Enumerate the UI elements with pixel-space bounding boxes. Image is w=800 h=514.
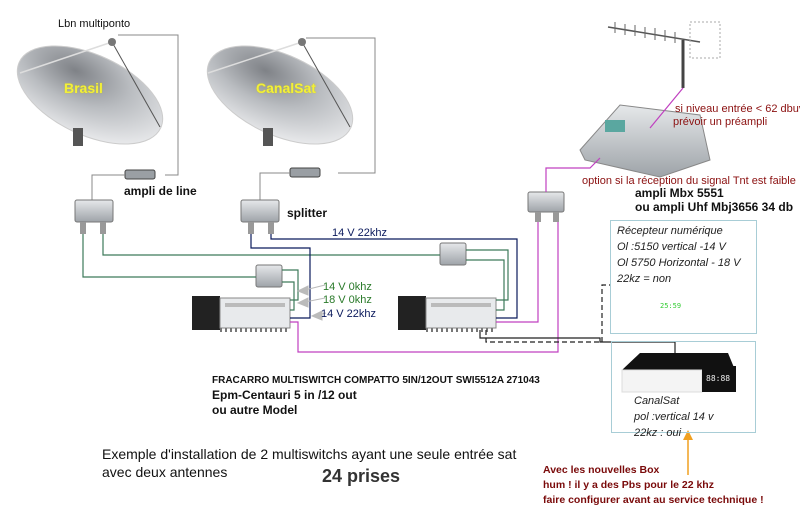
receiver-1-box: Récepteur numérique Ol :5150 vertical -1… bbox=[610, 220, 757, 334]
wire-black bbox=[479, 330, 676, 355]
footer-title-line2: avec deux antennes bbox=[102, 464, 228, 480]
voltage-arrows bbox=[296, 284, 327, 321]
splitter-2 bbox=[240, 199, 280, 234]
tnt-amplifier bbox=[579, 104, 711, 178]
wire-label-14v-22khz: 14 V 22khz bbox=[321, 308, 377, 320]
ampli-line-label: ampli de line bbox=[124, 184, 197, 198]
receiver-2-22khz: 22kz : oui bbox=[634, 427, 682, 439]
splitter-label: splitter bbox=[287, 206, 328, 220]
wire-label-14v-0khz: 14 V 0khz bbox=[323, 281, 372, 293]
wire-magenta bbox=[545, 157, 601, 192]
tnt-note-line2: prévoir un préampli bbox=[673, 116, 768, 128]
wire-label-14v-22khz-top: 14 V 22khz bbox=[332, 227, 388, 239]
receiver-1-22khz: 22kz = non bbox=[617, 273, 672, 285]
footer-title-line1: Exemple d'installation de 2 multiswitchs… bbox=[102, 446, 517, 462]
receiver-1-display: 25:59 bbox=[660, 302, 682, 310]
splitter-1 bbox=[74, 199, 114, 234]
multiswitch-1 bbox=[192, 296, 291, 332]
orange-arrow bbox=[683, 430, 693, 475]
multiswitch-2 bbox=[398, 296, 497, 332]
wire-green bbox=[102, 234, 440, 256]
receiver-2-polarization: pol :vertical 14 v bbox=[634, 411, 714, 423]
tnt-note-line1: si niveau entrée < 62 dbuv bbox=[675, 103, 800, 115]
warning-line1: Avec les nouvelles Box bbox=[543, 464, 660, 476]
wire-green bbox=[466, 249, 509, 301]
receiver-1-ol-vertical: Ol :5150 vertical -14 V bbox=[617, 241, 726, 253]
prises-count: 24 prises bbox=[322, 466, 401, 486]
wire-label-18v-0khz: 18 V 0khz bbox=[323, 294, 372, 306]
multiswitch-model-line2: Epm-Centauri 5 in /12 out bbox=[212, 388, 357, 402]
receiver-1-ol-horizontal: Ol 5750 Horizontal - 18 V bbox=[617, 257, 741, 269]
receiver-1-title: Récepteur numérique bbox=[617, 225, 723, 237]
lnb-label: Lbn multiponto bbox=[58, 18, 131, 30]
ampli-model-2: ou ampli Uhf Mbj3656 34 db bbox=[635, 200, 794, 214]
satellite-dish-canalsat bbox=[206, 37, 376, 200]
splitter-3 bbox=[527, 191, 565, 222]
wire-green bbox=[282, 281, 295, 311]
wire-navy bbox=[270, 234, 518, 319]
receiver-2-box: CanalSat pol :vertical 14 v 22kz : oui bbox=[611, 341, 756, 439]
multiswitch-model-line1: FRACARRO MULTISWITCH COMPATTO 5IN/12OUT … bbox=[212, 375, 540, 386]
satellite-dish-brasil bbox=[16, 34, 179, 200]
dish-label-brasil: Brasil bbox=[64, 80, 103, 96]
receiver-2-device bbox=[621, 353, 736, 393]
dish-label-canalsat: CanalSat bbox=[256, 80, 316, 96]
wire-green bbox=[282, 269, 299, 301]
warning-line2: hum ! il y a des Pbs pour le 22 khz bbox=[543, 479, 714, 491]
receiver-2-display: 88:88 bbox=[706, 374, 731, 383]
receiver-2-title: CanalSat bbox=[634, 395, 680, 407]
wire-magenta bbox=[290, 222, 559, 353]
tv-antenna bbox=[607, 21, 721, 88]
multiswitch-model-line3: ou autre Model bbox=[212, 403, 298, 417]
wire-navy bbox=[250, 234, 311, 319]
wire-magenta bbox=[496, 222, 539, 323]
warning-line3: faire configurer avant au service techni… bbox=[543, 494, 764, 506]
ampli-model-1: ampli Mbx 5551 bbox=[635, 186, 724, 200]
wire-green bbox=[82, 234, 256, 278]
splitter-4 bbox=[255, 264, 283, 288]
tnt-option-label: option si la réception du signal Tnt est… bbox=[582, 175, 796, 187]
warning-note: Avec les nouvelles Box hum ! il y a des … bbox=[543, 463, 764, 508]
wire-green bbox=[466, 259, 505, 311]
wire-magenta bbox=[649, 87, 684, 129]
splitter-5 bbox=[439, 242, 467, 266]
